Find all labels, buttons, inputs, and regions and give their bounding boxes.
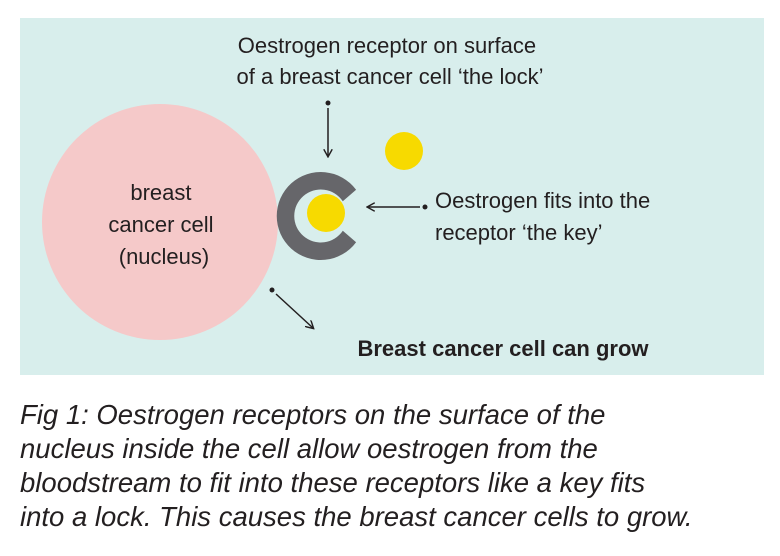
- oestrogen-molecule-free: [385, 132, 423, 170]
- growth-pointer-arrow: [275, 293, 313, 328]
- receptor-pointer-dot: [325, 100, 331, 106]
- growth-pointer-dot: [269, 287, 275, 293]
- cell-label-line: cancer cell: [108, 212, 213, 237]
- oestrogen-receptor-lock: [276, 172, 357, 260]
- oestrogen-label-line: receptor ‘the key’: [435, 220, 603, 245]
- caption-line: Fig 1: Oestrogen receptors on the surfac…: [20, 399, 606, 430]
- cell-label-line: breast: [130, 180, 191, 205]
- caption-line: bloodstream to fit into these receptors …: [20, 467, 646, 498]
- receptor-label: Oestrogen receptor on surface of a breas…: [237, 33, 544, 89]
- breast-cancer-cell: [42, 104, 278, 340]
- cell-label-line: (nucleus): [119, 244, 209, 269]
- oestrogen-label: Oestrogen fits into the receptor ‘the ke…: [435, 188, 656, 245]
- result-label: Breast cancer cell can grow: [357, 336, 649, 361]
- receptor-label-line: of a breast cancer cell ‘the lock’: [237, 64, 544, 89]
- oestrogen-label-line: Oestrogen fits into the: [435, 188, 650, 213]
- oestrogen-molecule-bound: [307, 194, 345, 232]
- caption-line: nucleus inside the cell allow oestrogen …: [20, 433, 598, 464]
- cell-label: breast cancer cell (nucleus): [108, 180, 219, 269]
- figure-caption: Fig 1: Oestrogen receptors on the surfac…: [20, 398, 772, 534]
- diagram: breast cancer cell (nucleus) Oestrogen r…: [20, 18, 764, 375]
- caption-line: into a lock. This causes the breast canc…: [20, 501, 693, 532]
- oestrogen-pointer-dot: [422, 204, 428, 210]
- receptor-label-line: Oestrogen receptor on surface: [238, 33, 536, 58]
